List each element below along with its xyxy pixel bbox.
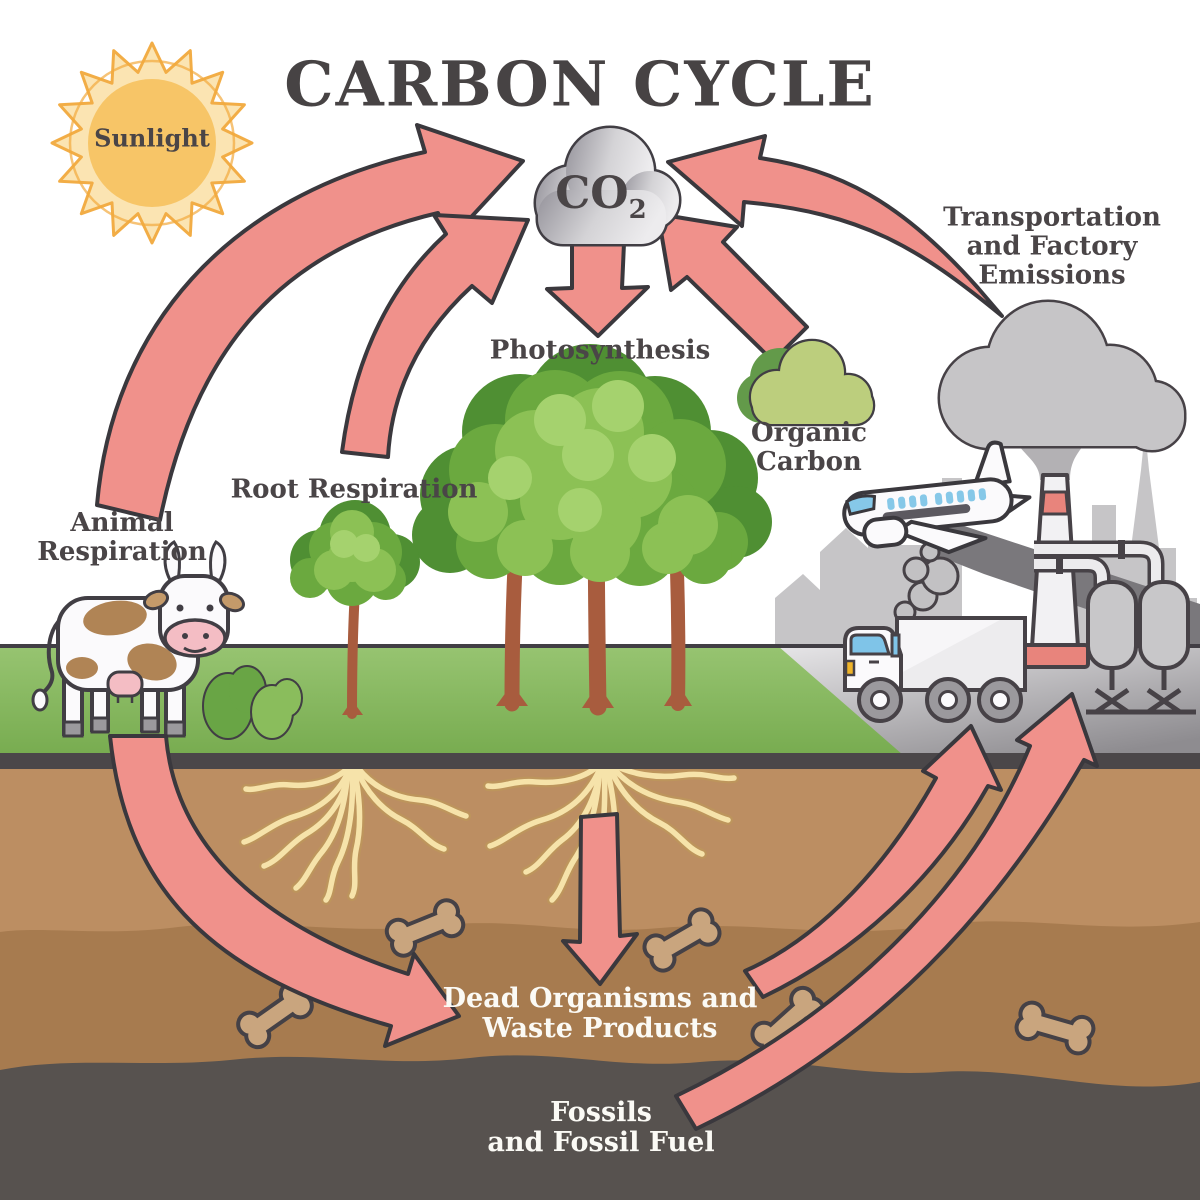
arrow-fossils-to-surface (674, 692, 1099, 1131)
animal-respiration-label: Animal Respiration (37, 507, 207, 567)
fossils-label: Fossils and Fossil Fuel (487, 1096, 715, 1158)
arrow-emissions-to-co2 (666, 134, 1004, 318)
sun-icon (50, 41, 254, 245)
factory-smoke-cloud-icon (940, 302, 1184, 480)
label-line: Respiration (37, 537, 207, 567)
co2-label: CO2 (555, 169, 646, 225)
organic-carbon-cloud-icon (737, 341, 873, 424)
airplane-icon (842, 440, 1032, 555)
label-line: Carbon (756, 447, 862, 477)
label-line: and Fossil Fuel (487, 1127, 715, 1158)
truck-wheel-icon (857, 677, 1023, 723)
arrow-organic-carbon-to-co2 (656, 212, 809, 363)
arrow-animal-respiration-to-co2 (95, 123, 525, 522)
page-title: CARBON CYCLE (284, 47, 876, 121)
label-line: Emissions (978, 260, 1126, 291)
truck-icon (843, 616, 1027, 723)
label-line: Animal (70, 507, 174, 538)
arrow-co2-to-photosynthesis (545, 239, 650, 338)
arrow-root-respiration-to-co2 (340, 213, 530, 459)
arrow-animal-to-dead-organisms (108, 734, 461, 1048)
sunlight-label: Sunlight (94, 123, 210, 153)
transport-emissions-label: Transportation and Factory Emissions (943, 203, 1161, 290)
dead-organisms-label: Dead Organisms and Waste Products (442, 982, 758, 1044)
cow-icon (31, 539, 246, 738)
factory-pipes-icon (1034, 540, 1156, 588)
storage-tanks-icon (1086, 580, 1196, 715)
photosynthesis-label: Photosynthesis (489, 335, 711, 366)
label-line: and Factory (966, 231, 1138, 262)
label-line: Organic (751, 417, 867, 448)
label-line: Transportation (943, 202, 1161, 233)
organic-carbon-label: Organic Carbon (751, 417, 867, 477)
co2-subscript: 2 (628, 194, 647, 225)
arrow-dead-organisms-to-surface (743, 724, 1003, 999)
soil-top-band (0, 753, 1200, 769)
root-respiration-label: Root Respiration (230, 474, 478, 505)
label-line: Fossils (550, 1096, 652, 1128)
co2-formula: CO (555, 167, 629, 219)
tree-icon (412, 344, 772, 716)
arrow-roots-to-dead-organisms (561, 812, 639, 986)
label-line: Waste Products (482, 1013, 718, 1044)
label-line: Dead Organisms and (442, 982, 758, 1014)
small-tree-icon (290, 500, 420, 719)
